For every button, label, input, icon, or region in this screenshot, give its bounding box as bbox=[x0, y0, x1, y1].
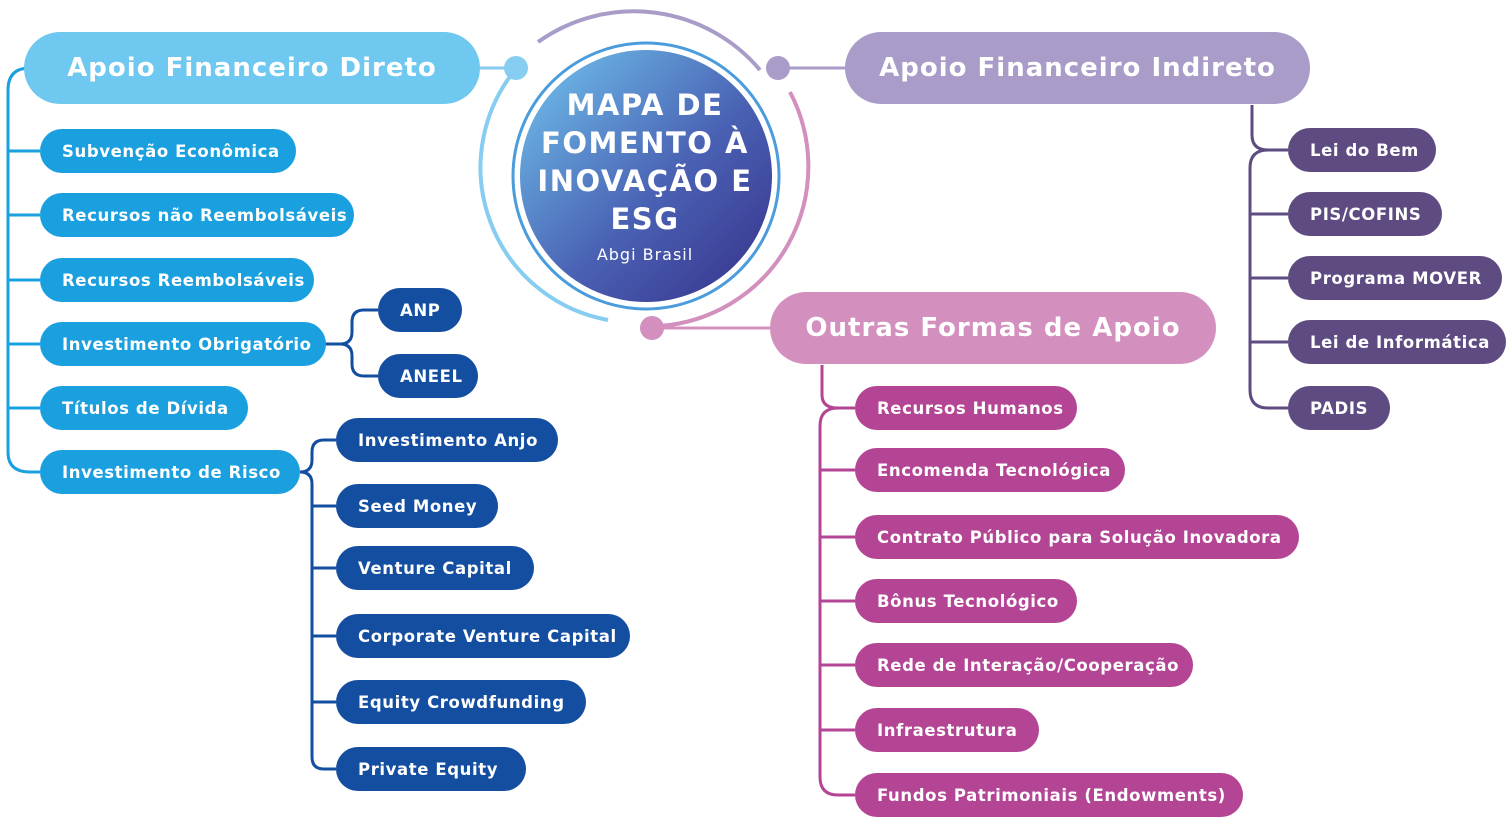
indirect-item-pis-cofins: PIS/COFINS bbox=[1288, 192, 1442, 236]
other-item-label: Recursos Humanos bbox=[877, 398, 1064, 418]
indirect-item-label: Lei do Bem bbox=[1310, 140, 1419, 160]
other-item-rh: Recursos Humanos bbox=[855, 386, 1077, 430]
other-item-label: Encomenda Tecnológica bbox=[877, 460, 1112, 480]
sub-item-label: Corporate Venture Capital bbox=[358, 626, 617, 646]
sub-item-cvc: Corporate Venture Capital bbox=[336, 614, 630, 658]
header-direct: Apoio Financeiro Direto bbox=[24, 32, 480, 104]
other-item-label: Contrato Público para Solução Inovadora bbox=[877, 527, 1282, 547]
header-other-label: Outras Formas de Apoio bbox=[805, 313, 1181, 343]
center-title: MAPA DE FOMENTO À INOVAÇÃO E ESG bbox=[537, 88, 753, 236]
indirect-connectors bbox=[1248, 105, 1288, 410]
sub-item-label: Venture Capital bbox=[358, 558, 512, 578]
sub-item-seed: Seed Money bbox=[336, 484, 498, 528]
other-connectors bbox=[818, 365, 855, 797]
sub-item-aneel: ANEEL bbox=[378, 354, 478, 398]
other-item-label: Rede de Interação/Cooperação bbox=[877, 655, 1180, 675]
direct-item-risco: Investimento de Risco bbox=[40, 450, 300, 494]
header-other: Outras Formas de Apoio bbox=[770, 292, 1216, 364]
sub-item-anjo: Investimento Anjo bbox=[336, 418, 558, 462]
sub-item-label: Equity Crowdfunding bbox=[358, 692, 565, 712]
header-direct-label: Apoio Financeiro Direto bbox=[67, 53, 437, 83]
sub-item-label: Private Equity bbox=[358, 759, 499, 779]
indirect-item-informatica: Lei de Informática bbox=[1288, 320, 1506, 364]
indirect-item-label: PIS/COFINS bbox=[1310, 204, 1422, 224]
sub-item-label: Seed Money bbox=[358, 496, 478, 516]
direct-item-reembolsaveis: Recursos Reembolsáveis bbox=[40, 258, 314, 302]
direct-connectors bbox=[6, 66, 40, 474]
indirect-item-label: Programa MOVER bbox=[1310, 268, 1482, 288]
direct-item-label: Recursos não Reembolsáveis bbox=[62, 205, 348, 225]
direct-item-titulos: Títulos de Dívida bbox=[40, 386, 248, 430]
indirect-item-mover: Programa MOVER bbox=[1288, 256, 1502, 300]
indirect-item-lei-do-bem: Lei do Bem bbox=[1288, 128, 1436, 172]
header-indirect: Apoio Financeiro Indireto bbox=[845, 32, 1310, 104]
indirect-item-padis: PADIS bbox=[1288, 386, 1390, 430]
center-circle bbox=[478, 9, 845, 340]
sub-item-private-equity: Private Equity bbox=[336, 747, 526, 791]
other-item-infraestrutura: Infraestrutura bbox=[855, 708, 1039, 752]
other-item-rede: Rede de Interação/Cooperação bbox=[855, 643, 1193, 687]
header-indirect-label: Apoio Financeiro Indireto bbox=[879, 53, 1276, 83]
direct-item-label: Investimento Obrigatório bbox=[62, 334, 312, 354]
indirect-item-label: PADIS bbox=[1310, 398, 1369, 418]
direct-item-subvencao: Subvenção Econômica bbox=[40, 129, 296, 173]
direct-item-label: Títulos de Dívida bbox=[62, 398, 229, 418]
other-item-label: Bônus Tecnológico bbox=[877, 591, 1059, 611]
direct-item-label: Recursos Reembolsáveis bbox=[62, 270, 305, 290]
other-item-fundos: Fundos Patrimoniais (Endowments) bbox=[855, 773, 1243, 817]
other-item-bonus: Bônus Tecnológico bbox=[855, 579, 1077, 623]
other-item-label: Fundos Patrimoniais (Endowments) bbox=[877, 785, 1226, 805]
sub-item-label: ANP bbox=[400, 300, 441, 320]
sub-item-vc: Venture Capital bbox=[336, 546, 534, 590]
direct-item-label: Investimento de Risco bbox=[62, 462, 281, 482]
center-subtitle: Abgi Brasil bbox=[596, 245, 694, 264]
sub-item-anp: ANP bbox=[378, 288, 462, 332]
direct-item-nao-reembolsaveis: Recursos não Reembolsáveis bbox=[40, 193, 354, 237]
sub-item-label: Investimento Anjo bbox=[358, 430, 539, 450]
direct-item-label: Subvenção Econômica bbox=[62, 141, 280, 161]
other-item-encomenda: Encomenda Tecnológica bbox=[855, 448, 1125, 492]
indirect-item-label: Lei de Informática bbox=[1310, 332, 1490, 352]
sub-item-label: ANEEL bbox=[400, 366, 463, 386]
other-item-label: Infraestrutura bbox=[877, 720, 1018, 740]
direct-sub-connectors bbox=[299, 308, 378, 771]
other-item-contrato: Contrato Público para Solução Inovadora bbox=[855, 515, 1299, 559]
direct-item-obrigatorio: Investimento Obrigatório bbox=[40, 322, 326, 366]
sub-item-crowdfunding: Equity Crowdfunding bbox=[336, 680, 586, 724]
